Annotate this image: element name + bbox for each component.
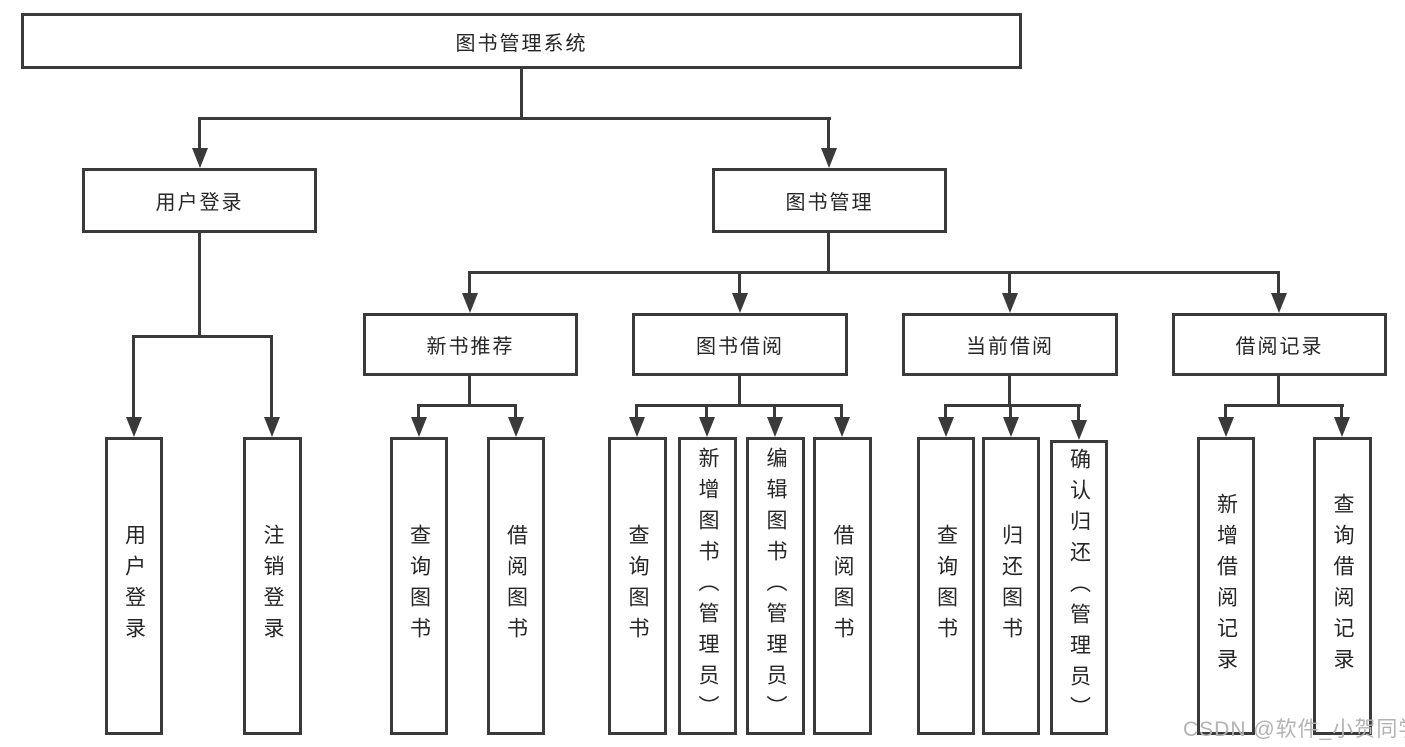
leaf-query-books-borrow: 查询图书 [608, 437, 667, 735]
node-label: 查询图书 [407, 524, 431, 648]
connector-drop [635, 404, 638, 419]
arrow-down-icon [264, 417, 280, 437]
leaf-query-books-current: 查询图书 [917, 437, 975, 735]
connector-drop-user-login [198, 117, 201, 152]
arrow-down-icon [411, 417, 427, 437]
leaf-borrow-books-recommend: 借阅图书 [487, 437, 545, 735]
node-borrow-records: 借阅记录 [1172, 313, 1387, 376]
connector-drop-current-borrow [1008, 271, 1011, 295]
connector-drop [944, 404, 947, 419]
connector-drop-book-borrow [738, 271, 741, 295]
arrow-down-icon [126, 417, 142, 437]
leaf-add-borrow-record: 新增借阅记录 [1197, 437, 1255, 735]
leaf-borrow-books: 借阅图书 [813, 437, 872, 735]
node-book-management: 图书管理 [712, 168, 947, 233]
leaf-confirm-return-admin: 确认归还（管理员） [1050, 440, 1108, 735]
node-label: 用户登录 [122, 524, 146, 648]
node-label: 借阅图书 [504, 524, 528, 648]
connector-root-stem [520, 69, 523, 118]
node-library-management-system: 图书管理系统 [21, 13, 1022, 69]
connector-drop [514, 404, 517, 419]
connector-drop [1340, 404, 1343, 419]
connector-new-book-stem [468, 376, 471, 407]
connector-borrow-records-bus [1224, 404, 1344, 407]
connector-drop [1224, 404, 1227, 419]
leaf-return-book: 归还图书 [982, 437, 1040, 735]
leaf-edit-book-admin: 编辑图书（管理员） [746, 437, 805, 735]
leaf-query-borrow-record: 查询借阅记录 [1313, 437, 1372, 735]
node-label: 查询借阅记录 [1331, 493, 1354, 679]
arrow-down-icon [938, 417, 954, 437]
node-label: 借阅图书 [831, 524, 854, 648]
connector-drop-book-management [827, 117, 830, 152]
arrow-down-icon [1071, 420, 1087, 440]
node-current-borrow: 当前借阅 [902, 313, 1118, 376]
arrow-down-icon [1002, 293, 1018, 313]
arrow-down-icon [699, 417, 715, 437]
connector-drop-new-book [468, 271, 471, 295]
connector-new-book-bus [417, 404, 517, 407]
node-label: 归还图书 [999, 524, 1023, 648]
node-label: 查询图书 [626, 524, 649, 648]
connector-root-bus [198, 117, 831, 120]
connector-user-login-bus [132, 335, 273, 338]
node-label: 当前借阅 [966, 336, 1054, 358]
connector-book-borrow-stem [738, 376, 741, 407]
arrow-down-icon [732, 293, 748, 313]
leaf-logout: 注销登录 [243, 437, 302, 735]
arrow-down-icon [1218, 417, 1234, 437]
node-label: 新书推荐 [426, 336, 515, 358]
arrow-down-icon [629, 417, 645, 437]
connector-book-management-stem [827, 233, 830, 274]
arrow-down-icon [192, 148, 208, 168]
connector-drop-borrow-records [1277, 271, 1280, 295]
connector-drop [840, 404, 843, 419]
connector-borrow-records-stem [1277, 376, 1280, 407]
node-label: 编辑图书（管理员） [764, 446, 787, 726]
arrow-down-icon [508, 417, 524, 437]
arrow-down-icon [462, 293, 478, 313]
arrow-down-icon [1271, 293, 1287, 313]
node-label: 图书借阅 [696, 336, 784, 358]
leaf-add-book-admin: 新增图书（管理员） [678, 437, 737, 735]
connector-book-management-bus [468, 271, 1280, 274]
leaf-query-books-recommend: 查询图书 [390, 437, 448, 735]
connector-drop-leaf-user-login [132, 335, 135, 420]
node-label: 新增图书（管理员） [696, 446, 719, 726]
connector-drop [1077, 404, 1080, 422]
arrow-down-icon [1003, 417, 1019, 437]
connector-drop [1009, 404, 1012, 419]
node-label: 查询图书 [934, 524, 958, 648]
arrow-down-icon [1334, 417, 1350, 437]
arrow-down-icon [821, 148, 837, 168]
node-label: 确认归还（管理员） [1067, 448, 1091, 727]
node-user-login: 用户登录 [82, 168, 317, 233]
node-label: 新增借阅记录 [1214, 493, 1238, 679]
connector-current-borrow-stem [1008, 376, 1011, 407]
node-new-book-recommend: 新书推荐 [363, 313, 578, 376]
node-label: 注销登录 [261, 524, 284, 648]
watermark: CSDN @软件_小贺同学 [1183, 718, 1405, 741]
node-label: 借阅记录 [1235, 336, 1324, 358]
leaf-user-login: 用户登录 [105, 437, 163, 735]
node-book-borrow: 图书借阅 [632, 313, 848, 376]
connector-user-login-stem [198, 233, 201, 338]
connector-current-borrow-bus [944, 404, 1081, 407]
connector-book-borrow-bus [635, 404, 843, 407]
arrow-down-icon [834, 417, 850, 437]
connector-drop [417, 404, 420, 419]
connector-drop-leaf-logout [270, 335, 273, 420]
arrow-down-icon [767, 417, 783, 437]
node-label: 图书管理 [785, 192, 874, 214]
node-label: 用户登录 [155, 192, 244, 214]
node-label: 图书管理系统 [455, 32, 588, 55]
connector-drop [773, 404, 776, 419]
connector-drop [705, 404, 708, 419]
